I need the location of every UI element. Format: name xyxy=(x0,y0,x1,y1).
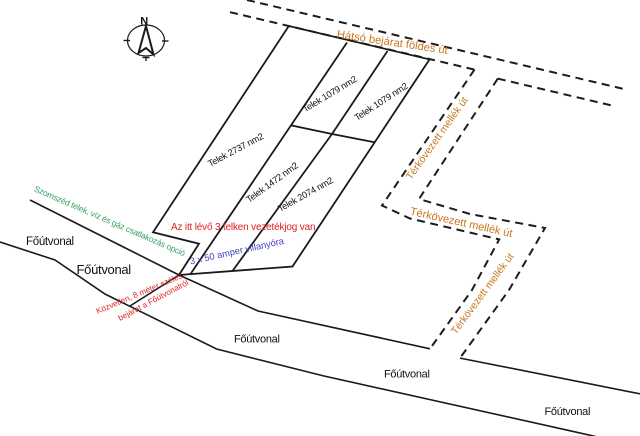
svg-text:Főútvonal: Főútvonal xyxy=(384,369,430,381)
svg-text:N: N xyxy=(140,16,148,28)
svg-text:Hátsó bejárat földes út: Hátsó bejárat földes út xyxy=(336,29,449,58)
svg-text:Főútvonal: Főútvonal xyxy=(234,334,280,346)
svg-text:Az itt lévő 3 telken vezetékjo: Az itt lévő 3 telken vezetékjog van xyxy=(171,222,315,233)
svg-text:Főútvonal: Főútvonal xyxy=(545,406,591,418)
svg-text:Térkövezett mellék út: Térkövezett mellék út xyxy=(450,251,517,336)
svg-text:Főútvonal: Főútvonal xyxy=(77,262,132,277)
svg-text:Főútvonal: Főútvonal xyxy=(26,236,74,248)
svg-text:3 x 50 amper villanyóra: 3 x 50 amper villanyóra xyxy=(189,236,286,267)
svg-text:Telek 2074 nm2: Telek 2074 nm2 xyxy=(276,175,335,214)
